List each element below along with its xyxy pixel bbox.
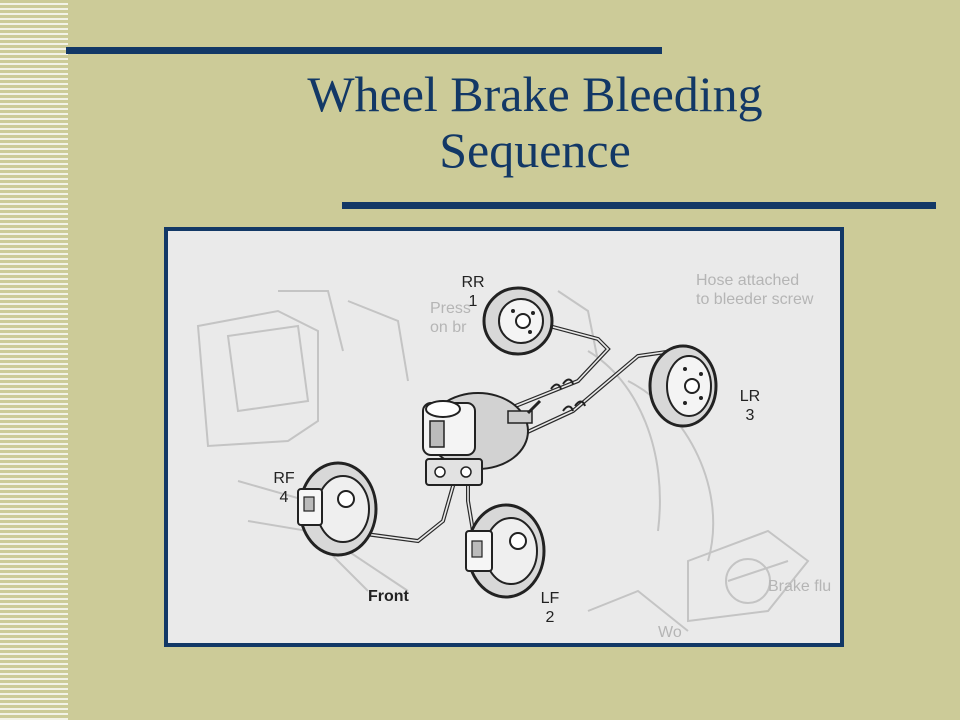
master-cylinder [422, 392, 542, 486]
label-lf-order: 2 [545, 609, 555, 626]
label-lr-order: 3 [745, 407, 755, 424]
label-rf: RF 4 [264, 469, 304, 507]
press-note-line-2: on br [430, 319, 467, 336]
brake-fluid-note: Brake flu [768, 578, 832, 595]
wo-note: Wo [658, 624, 682, 641]
label-lf-name: LF [540, 590, 560, 607]
hose-note-faded: Hose attached to bleeder screw [696, 271, 813, 309]
title-line-1: Wheel Brake Bleeding [307, 66, 763, 122]
label-lr-name: LR [739, 388, 761, 405]
hose-note-line-2: to bleeder screw [696, 291, 814, 308]
label-rf-order: 4 [279, 489, 289, 506]
title-rule-bottom [342, 202, 936, 209]
label-rr: RR 1 [453, 273, 493, 311]
brake-fluid-note-faded: Brake flu [768, 577, 831, 596]
press-note-faded: Press on br [430, 299, 471, 337]
brake-diagram: Hose attached to bleeder screw Press on … [164, 227, 844, 647]
press-note-line-1: Press [430, 300, 471, 317]
label-rr-name: RR [461, 274, 485, 291]
label-rr-order: 1 [468, 293, 478, 310]
line-break-marks [550, 378, 586, 412]
rf-disc-brake [297, 461, 378, 557]
label-lf: LF 2 [530, 589, 570, 627]
lf-disc-brake [465, 503, 546, 599]
label-rf-name: RF [273, 470, 295, 487]
title-line-2: Sequence [439, 122, 631, 178]
hose-note-line-1: Hose attached [696, 272, 800, 289]
slide-title: Wheel Brake Bleeding Sequence [200, 66, 870, 178]
title-rule-top [66, 47, 662, 54]
lr-drum-brake [648, 344, 718, 428]
decorative-stripe-bar [0, 0, 68, 720]
label-front: Front [368, 588, 409, 605]
wo-note-faded: Wo [658, 623, 682, 642]
rr-drum-brake [482, 286, 554, 356]
brake-system-illustration [196, 286, 810, 632]
label-lr: LR 3 [730, 387, 770, 425]
